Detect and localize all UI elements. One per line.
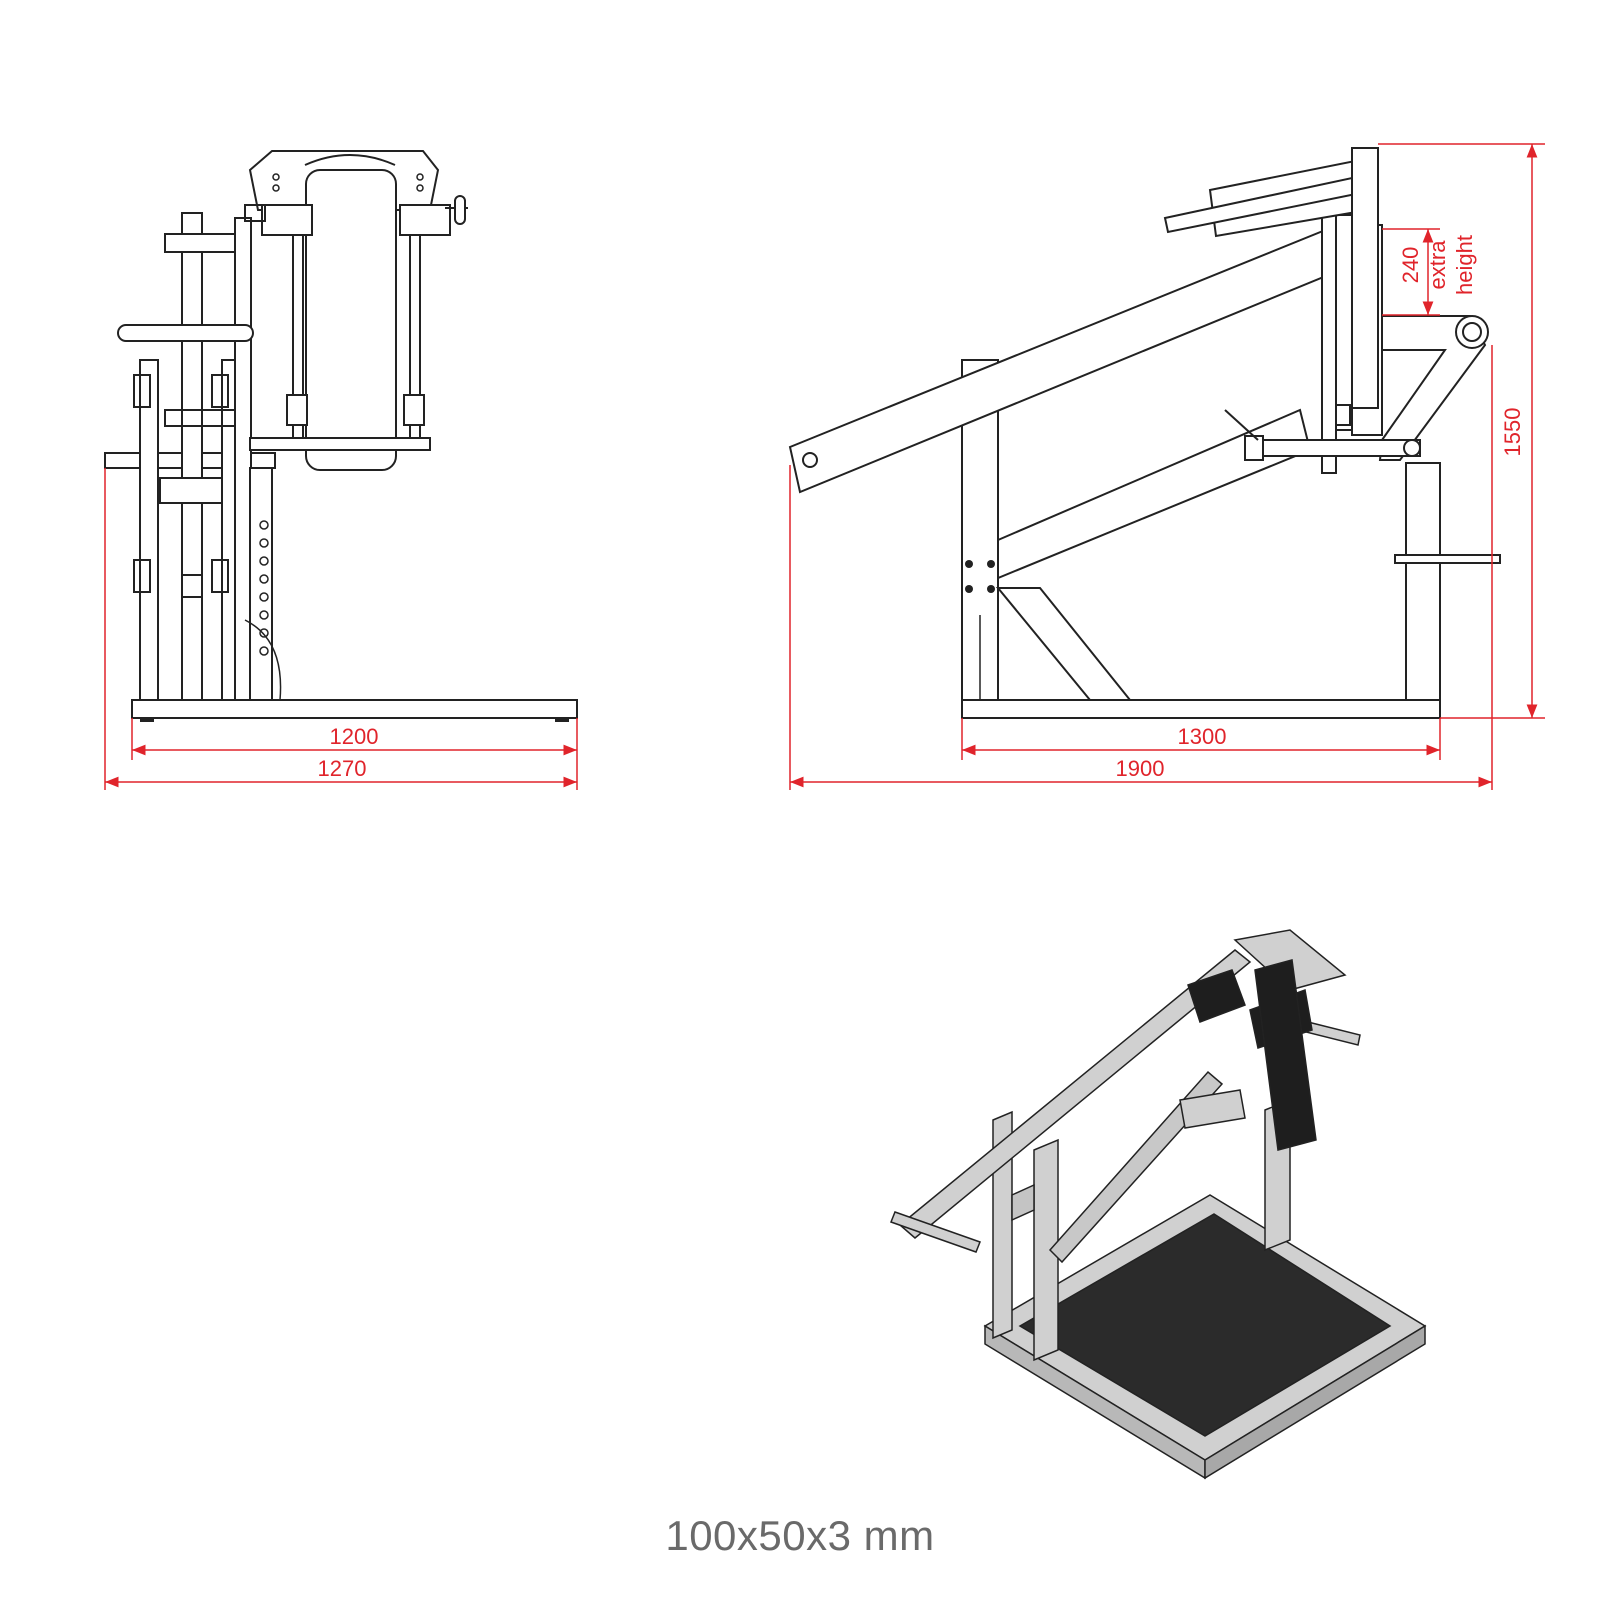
side-view — [788, 147, 1501, 719]
dim-240: 240 — [1398, 247, 1423, 284]
extra-label: extra — [1425, 240, 1450, 290]
dim-1300: 1300 — [1178, 724, 1227, 749]
height-label: height — [1452, 235, 1477, 295]
dimension-labels: 1200 1270 1300 1900 1550 240 extra heigh… — [318, 235, 1525, 781]
front-view — [104, 150, 578, 722]
isometric-view — [890, 929, 1427, 1480]
profile-size-caption: 100x50x3 mm — [665, 1512, 935, 1559]
dim-1200: 1200 — [330, 724, 379, 749]
dim-1900: 1900 — [1116, 756, 1165, 781]
dim-1270: 1270 — [318, 756, 367, 781]
dim-1550: 1550 — [1500, 408, 1525, 457]
dimension-lines — [104, 143, 1545, 790]
